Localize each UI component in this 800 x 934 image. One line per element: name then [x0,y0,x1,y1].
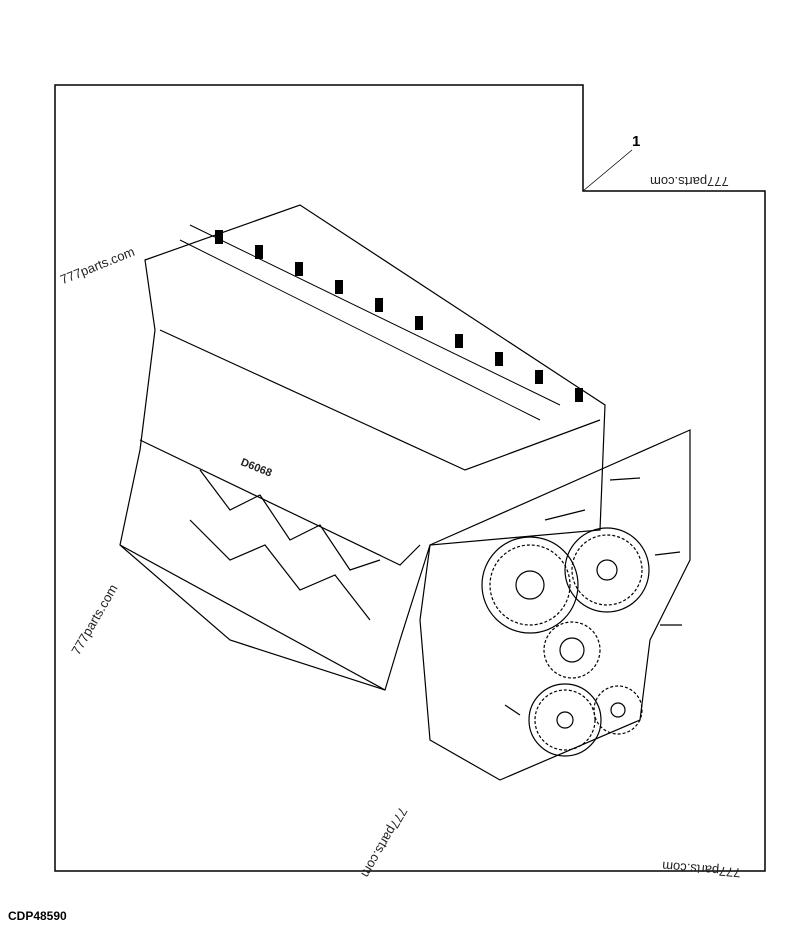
engine-illustration [119,204,691,781]
frame-border [54,84,766,872]
injector-row [215,230,583,402]
callout-leader [582,149,633,192]
watermark: 777parts.com [650,174,729,189]
figure-id: CDP48590 [8,909,67,923]
callout-number: 1 [632,133,641,150]
